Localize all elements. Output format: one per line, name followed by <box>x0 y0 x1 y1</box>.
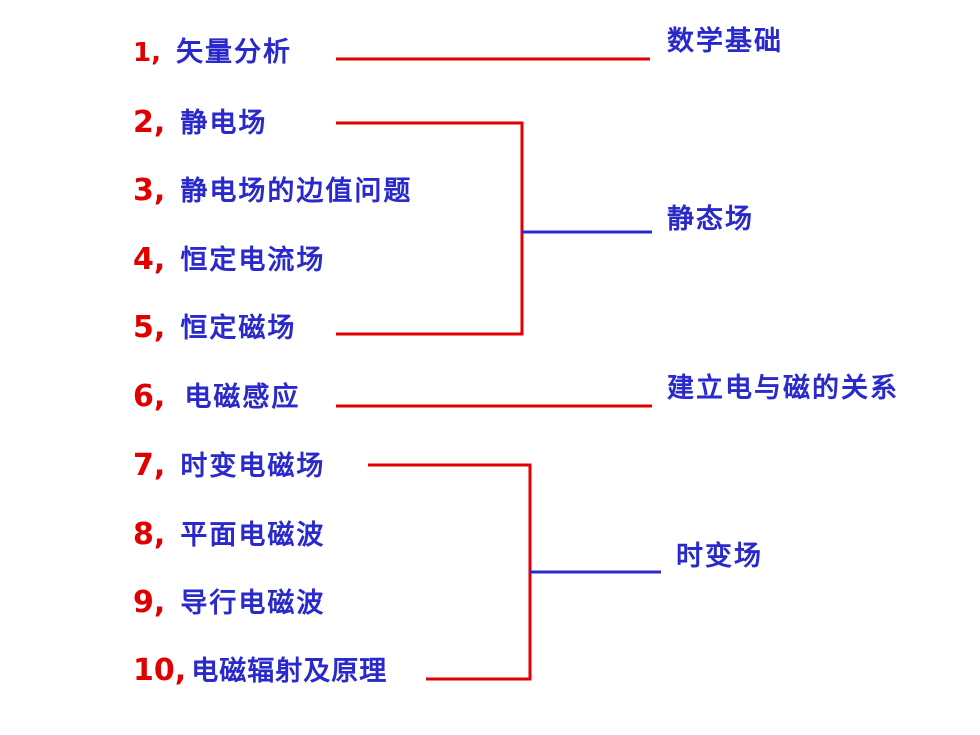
topic-item-5: 5, 恒定磁场 <box>133 313 296 343</box>
category-static-field: 静态场 <box>667 204 754 235</box>
topic-number: 7, <box>133 448 166 483</box>
bracket-time-varying-field <box>368 463 532 681</box>
topic-label: 导行电磁波 <box>180 588 326 619</box>
topic-number: 6, <box>133 379 166 414</box>
topic-item-4: 4, 恒定电流场 <box>133 245 325 275</box>
topic-label: 电磁辐射及原理 <box>191 656 388 687</box>
topic-label: 静电场 <box>180 108 268 139</box>
topic-item-10: 10, 电磁辐射及原理 <box>133 656 387 686</box>
topic-item-7: 7, 时变电磁场 <box>133 451 325 481</box>
topic-number: 1, <box>133 38 161 68</box>
topic-item-3: 3, 静电场的边值问题 <box>133 176 412 206</box>
topic-label: 电磁感应 <box>184 382 301 413</box>
topic-label: 矢量分析 <box>176 37 293 68</box>
category-math-foundation: 数学基础 <box>667 26 783 57</box>
topic-label: 静电场的边值问题 <box>180 176 413 207</box>
topic-label: 平面电磁波 <box>180 520 326 551</box>
topic-number: 10, <box>133 653 187 688</box>
topic-number: 2, <box>133 105 166 140</box>
topic-number: 4, <box>133 242 166 277</box>
topic-number: 9, <box>133 585 166 620</box>
topic-item-1: 1, 矢量分析 <box>133 39 292 66</box>
topic-label: 时变电磁场 <box>180 451 326 482</box>
topic-item-8: 8, 平面电磁波 <box>133 520 325 550</box>
bracket-static-field <box>336 121 524 336</box>
topic-number: 3, <box>133 173 166 208</box>
topic-item-2: 2, 静电场 <box>133 108 267 138</box>
topic-number: 5, <box>133 310 166 345</box>
topic-item-9: 9, 导行电磁波 <box>133 588 325 618</box>
category-electric-magnetic-relation: 建立电与磁的关系 <box>667 373 899 404</box>
topic-label: 恒定电流场 <box>180 245 326 276</box>
category-time-varying-field: 时变场 <box>676 541 763 572</box>
topic-label: 恒定磁场 <box>180 313 297 344</box>
topic-number: 8, <box>133 517 166 552</box>
topic-item-6: 6, 电磁感应 <box>133 382 300 412</box>
